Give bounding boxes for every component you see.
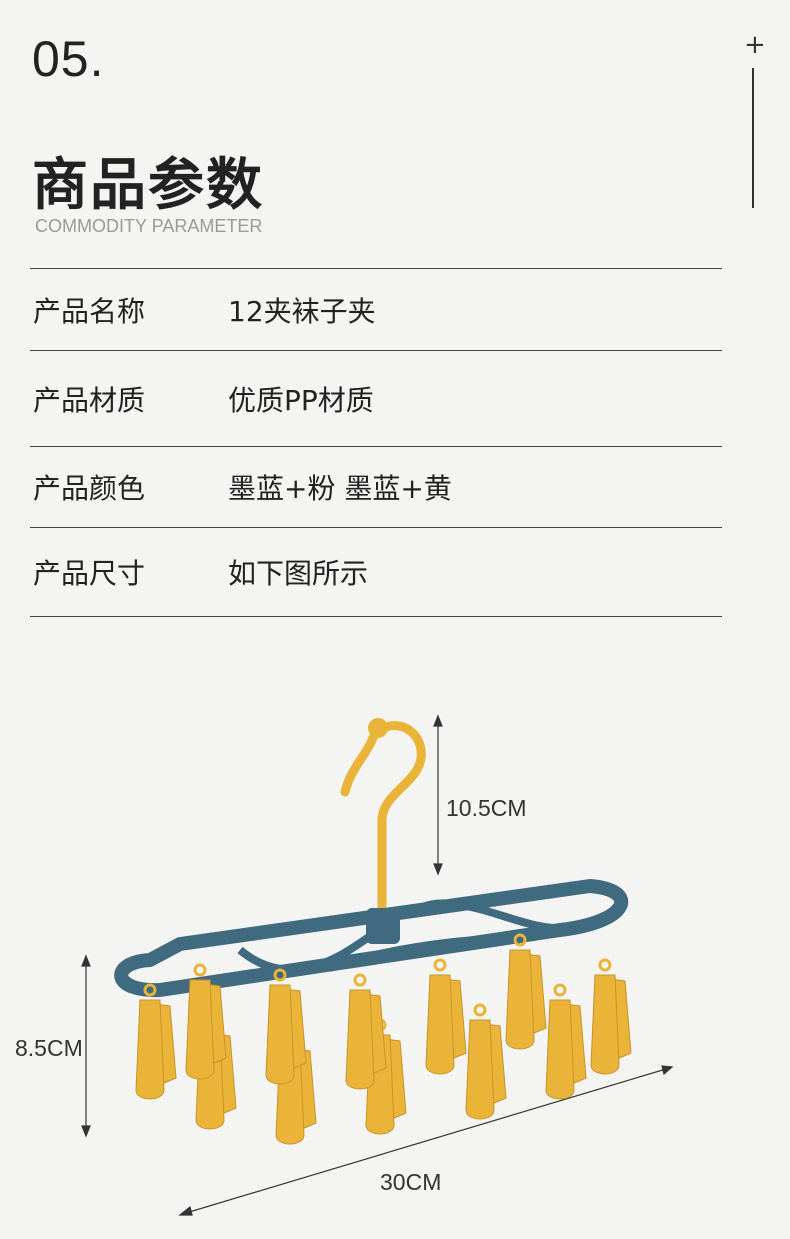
param-row-material: 产品材质 优质PP材质: [30, 350, 722, 446]
clothespin-clip: [465, 1003, 507, 1120]
param-value: 优质PP材质: [228, 383, 374, 417]
dim-hook-label: 10.5CM: [446, 795, 527, 821]
product-illustration: 10.5CM 8.5CM 30CM: [0, 700, 790, 1239]
hanger-image: 10.5CM 8.5CM 30CM: [15, 714, 674, 1216]
dim-length-label: 30CM: [380, 1169, 441, 1195]
clothespin-clip: [590, 958, 632, 1075]
section-number: 05.: [32, 31, 105, 87]
clothespin-clip: [185, 963, 227, 1080]
plus-icon: +: [744, 30, 766, 60]
clothespin-clip: [505, 933, 547, 1050]
clothespin-clip: [345, 973, 387, 1090]
clothespin-clip: [425, 958, 467, 1075]
param-label: 产品名称: [33, 294, 146, 328]
param-value: 12夹袜子夹: [228, 294, 376, 328]
param-row-size: 产品尺寸 如下图所示: [30, 527, 722, 617]
param-row-name: 产品名称 12夹袜子夹: [30, 268, 722, 350]
dimension-lines: [81, 714, 674, 1216]
page-subtitle: COMMODITY PARAMETER: [35, 216, 263, 236]
parameter-table: 产品名称 12夹袜子夹 产品材质 优质PP材质 产品颜色 墨蓝+粉 墨蓝+黄 产…: [30, 268, 722, 617]
clothespin-clip: [135, 983, 177, 1100]
clothespin-clip: [265, 968, 307, 1085]
param-label: 产品尺寸: [33, 557, 146, 590]
param-value: 如下图所示: [228, 557, 369, 590]
dim-height-label: 8.5CM: [15, 1035, 83, 1061]
param-value: 墨蓝+粉 墨蓝+黄: [228, 472, 452, 505]
vertical-divider: [752, 68, 754, 208]
clothespin-clip: [545, 983, 587, 1100]
param-row-color: 产品颜色 墨蓝+粉 墨蓝+黄: [30, 446, 722, 527]
param-label: 产品颜色: [33, 472, 146, 505]
page-title: 商品参数: [32, 153, 264, 218]
param-label: 产品材质: [33, 383, 146, 417]
